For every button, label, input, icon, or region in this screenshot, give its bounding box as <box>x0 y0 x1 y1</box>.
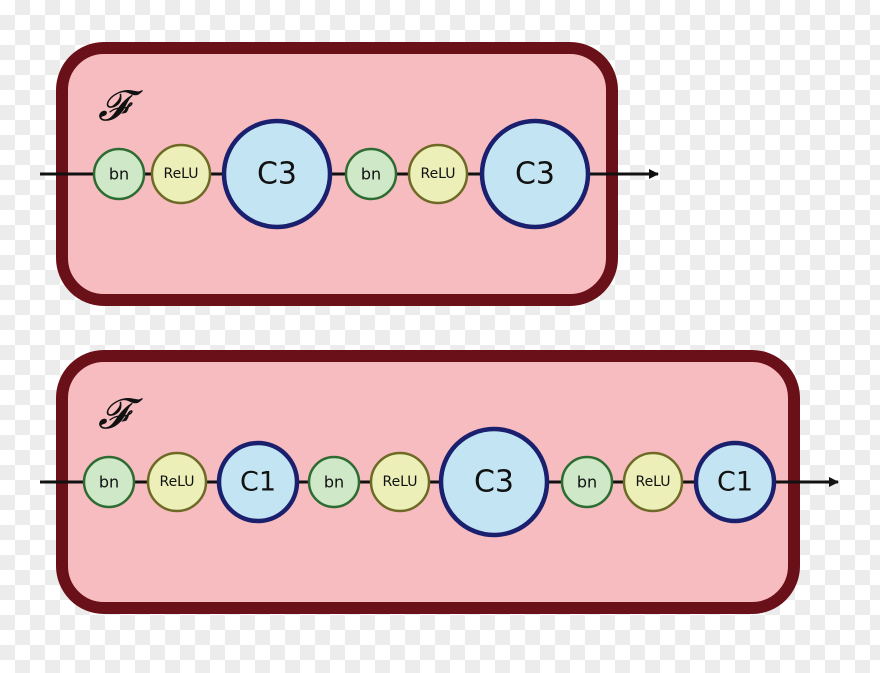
relu-circle <box>150 143 212 205</box>
block-2-node-conv-3: C1 <box>216 440 300 524</box>
block-1-node-bn-4: bn <box>344 147 398 201</box>
bn-label: bn <box>99 473 119 492</box>
conv-label: C3 <box>515 157 555 192</box>
block-2-node-bn-1: bn <box>82 455 136 509</box>
block-2-node-bn-7: bn <box>560 455 614 509</box>
block-2-nodes: bn ReLU C1 bn ReLU C3 bn ReLU C1 <box>82 426 777 538</box>
bn-circle <box>344 147 398 201</box>
block-1-node-conv-6: C3 <box>479 118 591 230</box>
block-2-node-conv-6: C3 <box>438 426 550 538</box>
conv-label: C3 <box>257 157 297 192</box>
block-1-nodes: bn ReLU C3 bn ReLU C3 <box>92 118 591 230</box>
bn-label: bn <box>577 473 597 492</box>
bn-circle <box>82 455 136 509</box>
conv-label: C1 <box>717 467 753 498</box>
bn-label: bn <box>324 473 344 492</box>
conv-circle <box>216 440 300 524</box>
relu-circle <box>622 451 684 513</box>
bn-circle <box>307 455 361 509</box>
block-2-node-relu-8: ReLU <box>622 451 684 513</box>
conv-label: C1 <box>240 467 276 498</box>
block-2-node-conv-9: C1 <box>693 440 777 524</box>
conv-circle <box>221 118 333 230</box>
block-1-node-relu-2: ReLU <box>150 143 212 205</box>
relu-label: ReLU <box>159 474 194 490</box>
bn-label: bn <box>361 165 381 184</box>
relu-circle <box>407 143 469 205</box>
bn-circle <box>92 147 146 201</box>
bn-circle <box>560 455 614 509</box>
bn-label: bn <box>109 165 129 184</box>
relu-label: ReLU <box>635 474 670 490</box>
conv-circle <box>438 426 550 538</box>
block-1-node-conv-3: C3 <box>221 118 333 230</box>
block-2-node-relu-2: ReLU <box>146 451 208 513</box>
block-2-node-bn-4: bn <box>307 455 361 509</box>
block-2-node-relu-5: ReLU <box>369 451 431 513</box>
relu-label: ReLU <box>420 166 455 182</box>
conv-circle <box>693 440 777 524</box>
conv-label: C3 <box>474 465 514 500</box>
relu-label: ReLU <box>163 166 198 182</box>
relu-label: ReLU <box>382 474 417 490</box>
relu-circle <box>369 451 431 513</box>
relu-circle <box>146 451 208 513</box>
block-1-node-relu-5: ReLU <box>407 143 469 205</box>
block-1-node-bn-1: bn <box>92 147 146 201</box>
conv-circle <box>479 118 591 230</box>
